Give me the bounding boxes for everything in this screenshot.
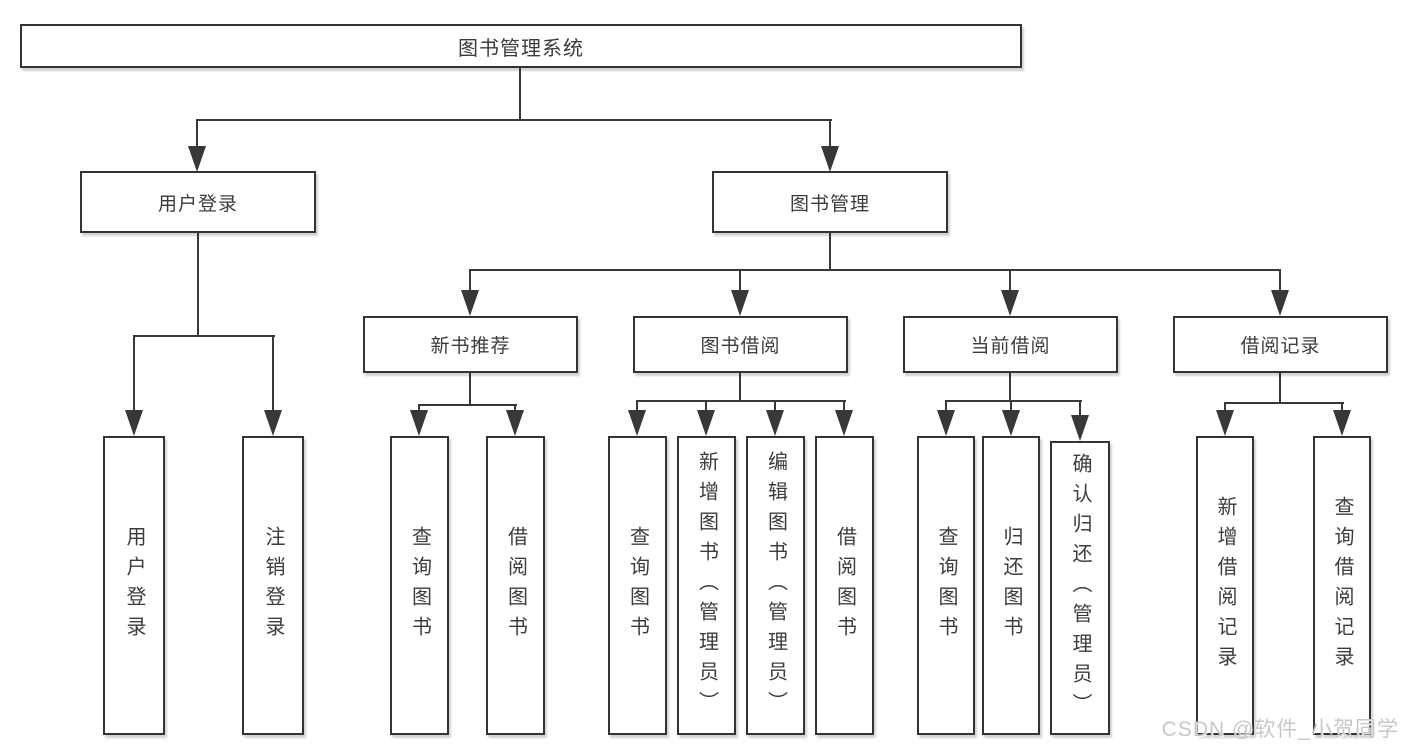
leaf-user-login: 用户登录	[103, 436, 165, 735]
connector-line	[1009, 269, 1011, 296]
arrowhead-down	[835, 410, 853, 436]
arrowhead-down	[731, 290, 749, 316]
leaf-records-add-record: 新增借阅记录	[1196, 436, 1254, 735]
arrowhead-down	[937, 410, 955, 436]
connector-line	[1224, 402, 1344, 404]
node-book-management-system: 图书管理系统	[20, 24, 1022, 68]
leaf-current-return-books-label: 归还图书	[1000, 525, 1022, 646]
arrowhead-down	[628, 410, 646, 436]
connector-line	[1341, 402, 1343, 416]
arrowhead-down	[766, 410, 784, 436]
arrowhead-down	[410, 410, 428, 436]
arrowhead-down	[1333, 410, 1351, 436]
node-user-login-branch: 用户登录	[80, 171, 316, 233]
connector-line	[945, 400, 947, 416]
leaf-borrow-add-books-admin: 新增图书（管理员）	[677, 436, 736, 735]
connector-line	[469, 269, 1281, 271]
connector-line	[469, 269, 471, 296]
connector-line	[1279, 269, 1281, 296]
connector-line	[843, 400, 845, 416]
connector-line	[133, 335, 135, 416]
arrowhead-down	[461, 290, 479, 316]
node-new-book-recommendation: 新书推荐	[363, 316, 578, 373]
connector-line	[196, 119, 832, 121]
node-book-management-branch-label: 图书管理	[789, 193, 870, 215]
connector-line	[1079, 400, 1081, 421]
leaf-newbook-borrow-books: 借阅图书	[486, 436, 545, 735]
leaf-borrow-add-books-admin-label: 新增图书（管理员）	[695, 450, 718, 721]
node-user-login-branch-label: 用户登录	[157, 193, 238, 215]
leaf-records-query-record: 查询借阅记录	[1313, 436, 1371, 735]
connector-line	[739, 269, 741, 296]
connector-line	[774, 400, 776, 416]
leaf-borrow-borrow-books: 借阅图书	[815, 436, 874, 735]
leaf-logout-label: 注销登录	[262, 525, 284, 646]
connector-line	[519, 68, 521, 120]
leaf-borrow-query-books: 查询图书	[608, 436, 667, 735]
node-borrowing-records-label: 借阅记录	[1240, 336, 1321, 357]
node-book-borrowing: 图书借阅	[633, 316, 848, 373]
leaf-current-query-books: 查询图书	[917, 436, 975, 735]
connector-line	[705, 400, 707, 416]
arrowhead-down	[1216, 410, 1234, 436]
connector-line	[829, 233, 831, 271]
leaf-records-add-record-label: 新增借阅记录	[1214, 495, 1236, 676]
arrowhead-down	[1001, 290, 1019, 316]
connector-line	[272, 335, 274, 416]
arrowhead-down	[506, 410, 524, 436]
connector-line	[636, 400, 846, 402]
connector-line	[469, 373, 471, 406]
connector-line	[1010, 400, 1012, 416]
leaf-newbook-query-books-label: 查询图书	[408, 525, 431, 646]
connector-line	[196, 119, 198, 150]
leaf-borrow-edit-books-admin: 编辑图书（管理员）	[746, 436, 805, 735]
arrowhead-down	[821, 146, 839, 172]
leaf-current-query-books-label: 查询图书	[935, 525, 957, 646]
connector-line	[1279, 373, 1281, 404]
leaf-newbook-borrow-books-label: 借阅图书	[504, 525, 527, 646]
node-book-borrowing-label: 图书借阅	[700, 336, 781, 357]
arrowhead-down	[1071, 415, 1089, 441]
connector-line	[1224, 402, 1226, 416]
leaf-current-confirm-return-admin-label: 确认归还（管理员）	[1069, 453, 1091, 723]
arrowhead-down	[188, 146, 206, 172]
connector-line	[418, 404, 517, 406]
leaf-borrow-query-books-label: 查询图书	[626, 525, 649, 646]
leaf-user-login-label: 用户登录	[123, 525, 145, 646]
leaf-logout: 注销登录	[242, 436, 304, 735]
node-borrowing-records: 借阅记录	[1173, 316, 1388, 373]
node-book-management-system-label: 图书管理系统	[458, 37, 584, 60]
connector-line	[829, 119, 831, 150]
leaf-current-return-books: 归还图书	[982, 436, 1040, 735]
arrowhead-down	[125, 410, 143, 436]
node-book-management-branch: 图书管理	[712, 171, 948, 233]
connector-line	[636, 400, 638, 416]
connector-line	[1009, 373, 1011, 402]
arrowhead-down	[1002, 410, 1020, 436]
leaf-borrow-borrow-books-label: 借阅图书	[833, 525, 856, 646]
arrowhead-down	[697, 410, 715, 436]
leaf-borrow-edit-books-admin-label: 编辑图书（管理员）	[764, 450, 787, 721]
node-new-book-recommendation-label: 新书推荐	[430, 336, 511, 357]
node-current-borrowing: 当前借阅	[903, 316, 1118, 373]
arrowhead-down	[1271, 290, 1289, 316]
leaf-current-confirm-return-admin: 确认归还（管理员）	[1050, 441, 1110, 735]
leaf-records-query-record-label: 查询借阅记录	[1331, 495, 1353, 676]
arrowhead-down	[264, 410, 282, 436]
connector-line	[739, 373, 741, 402]
connector-line	[133, 335, 275, 337]
connector-line	[945, 400, 1082, 402]
node-current-borrowing-label: 当前借阅	[970, 336, 1051, 357]
connector-line	[197, 233, 199, 337]
leaf-newbook-query-books: 查询图书	[390, 436, 449, 735]
